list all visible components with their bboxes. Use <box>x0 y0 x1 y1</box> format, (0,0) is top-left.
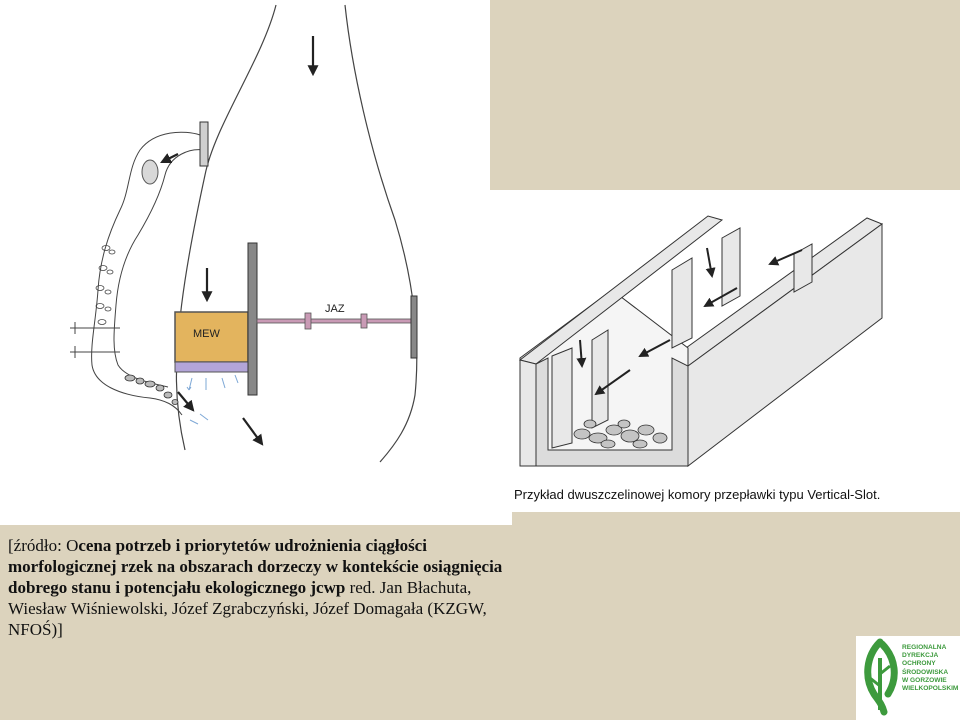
logo-text: REGIONALNA DYREKCJA OCHRONY ŚRODOWISKA W… <box>902 644 959 693</box>
flow-arrows <box>160 36 319 446</box>
baffle-back-right <box>793 243 813 293</box>
boulder-ramp-lower <box>124 374 179 405</box>
sluice-gate <box>199 121 209 167</box>
rdos-logo: REGIONALNA DYREKCJA OCHRONY ŚRODOWISKA W… <box>856 636 960 720</box>
boulder-ramp-upper <box>95 245 116 325</box>
vertical-slot-chamber-diagram <box>518 215 884 468</box>
baffle-front-left <box>551 347 573 449</box>
jaz-label: JAZ <box>325 303 345 315</box>
leaf-icon <box>864 638 898 716</box>
river-bank-left <box>175 4 277 451</box>
fishway-schematic: MEW JAZ <box>70 4 418 463</box>
baffle-back-left <box>721 227 741 307</box>
right-wall-face <box>687 223 883 468</box>
front-section <box>535 357 689 467</box>
source-title: cena potrzeb i priorytetów udrożnienia c… <box>8 536 503 597</box>
baffle-mid <box>671 257 693 349</box>
river-bank-right <box>344 4 418 463</box>
chamber-flow-arrows <box>576 247 803 396</box>
outflow-arrows <box>186 374 239 425</box>
weir <box>256 318 416 324</box>
source-authors: red. Jan Błachuta, Wiesław Wiśniewolski,… <box>8 578 487 639</box>
left-wall-face <box>519 359 537 467</box>
weir-end-post <box>410 295 418 359</box>
background-panel-bottom <box>0 495 960 720</box>
mew-label: MEW <box>193 328 221 340</box>
diagram-caption: Przykład dwuszczelinowej komory przepław… <box>512 482 960 512</box>
mew-outflow <box>174 361 249 373</box>
background-notch <box>0 495 512 525</box>
baffle-front-right <box>591 329 609 429</box>
source-prefix: [źródło: O <box>8 536 79 555</box>
gravel-bed <box>573 419 668 449</box>
pond <box>141 159 159 185</box>
bypass-channel-inner <box>113 149 205 388</box>
source-citation: [źródło: Ocena potrzeb i priorytetów udr… <box>8 535 508 640</box>
gate-post <box>247 242 258 396</box>
background-panel-top-right <box>490 0 960 190</box>
